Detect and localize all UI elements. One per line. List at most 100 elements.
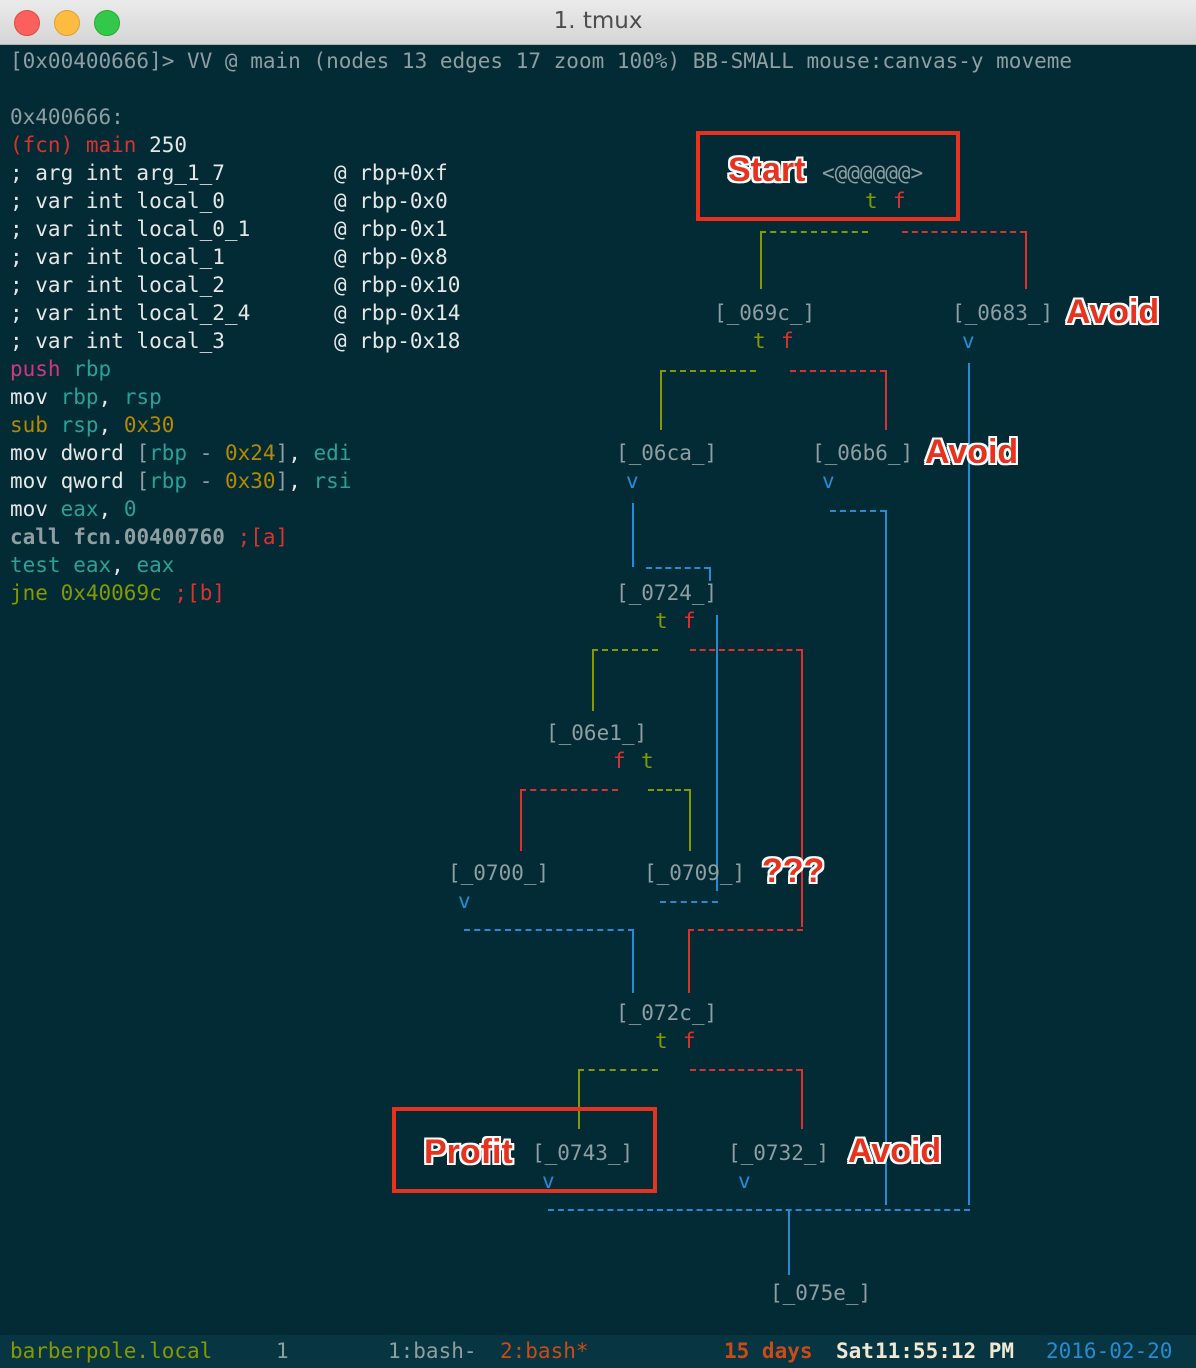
var-decl: ; var int local_2 xyxy=(10,273,225,297)
false-label: f xyxy=(781,329,794,353)
true-label: t xyxy=(865,189,878,213)
date: 2016-02-20 xyxy=(1046,1339,1173,1363)
edge xyxy=(788,1209,790,1275)
true-label: t xyxy=(655,1029,668,1053)
var-decl: ; arg int arg_1_7 xyxy=(10,161,225,185)
edge xyxy=(632,503,634,567)
terminal-content[interactable]: [0x00400666]> VV @ main (nodes 13 edges … xyxy=(0,45,1196,1335)
edge xyxy=(520,789,522,851)
var-loc: @ rbp-0x8 xyxy=(334,245,448,269)
true-label: t xyxy=(753,329,766,353)
host-name: barberpole.local xyxy=(10,1339,213,1363)
edge xyxy=(885,510,887,1205)
edge xyxy=(688,929,690,993)
node-0683[interactable]: [_0683_] xyxy=(952,301,1054,325)
node-0709[interactable]: [_0709_] xyxy=(644,861,746,885)
edge xyxy=(690,649,802,651)
node-0732[interactable]: [_0732_] xyxy=(728,1141,830,1165)
arrow-label: v xyxy=(822,469,835,493)
node-0743[interactable]: [_0743_] xyxy=(532,1141,634,1165)
var-loc: @ rbp-0x1 xyxy=(334,217,448,241)
node-072c[interactable]: [_072c_] xyxy=(616,1001,718,1025)
avoid-annotation: Avoid xyxy=(1066,293,1160,331)
start-node[interactable]: <@@@@@@> xyxy=(822,161,924,185)
edge xyxy=(632,929,634,993)
false-label: f xyxy=(893,189,906,213)
false-label: f xyxy=(613,749,626,773)
node-0700[interactable]: [_0700_] xyxy=(448,861,550,885)
edge xyxy=(660,370,662,430)
close-button[interactable] xyxy=(14,10,40,36)
avoid-annotation: Avoid xyxy=(848,1132,942,1170)
node-06b6[interactable]: [_06b6_] xyxy=(812,441,914,465)
var-decl: ; var int local_0_1 xyxy=(10,217,251,241)
node-075e[interactable]: [_075e_] xyxy=(770,1281,872,1305)
arrow-label: v xyxy=(458,889,471,913)
arrow-label: v xyxy=(962,329,975,353)
var-loc: @ rbp-0x14 xyxy=(334,301,461,325)
arrow-label: v xyxy=(738,1169,751,1193)
instr-sub: sub rsp, 0x30 xyxy=(10,413,175,437)
edge xyxy=(790,370,886,372)
disasm-address: 0x400666: xyxy=(10,105,124,129)
r2-header: [0x00400666]> VV @ main (nodes 13 edges … xyxy=(10,49,1073,73)
edge xyxy=(520,789,618,791)
var-decl: ; var int local_2_4 xyxy=(10,301,251,325)
instr-mov-dword: mov dword [rbp - 0x24], edi xyxy=(10,441,352,465)
start-highlight-box xyxy=(696,131,960,221)
edge xyxy=(690,1069,802,1071)
edge xyxy=(464,929,634,931)
instr-mov-eax: mov eax, 0 xyxy=(10,497,137,521)
edge xyxy=(688,929,803,931)
instr-push: push rbp xyxy=(10,357,112,381)
edge xyxy=(1025,231,1027,289)
avoid-annotation: Avoid xyxy=(925,433,1019,471)
edge xyxy=(885,370,887,430)
minimize-button[interactable] xyxy=(54,10,80,36)
edge xyxy=(968,363,970,1205)
edge xyxy=(709,567,711,581)
var-decl: ; var int local_0 xyxy=(10,189,225,213)
clock: 11:55:12 PM xyxy=(875,1339,1015,1363)
edge xyxy=(660,901,718,903)
true-label: t xyxy=(641,749,654,773)
uptime: 15 days xyxy=(724,1339,813,1363)
start-annotation: Start xyxy=(728,151,806,189)
false-label: f xyxy=(683,609,696,633)
edge xyxy=(902,231,1026,233)
edge xyxy=(592,649,594,711)
node-06ca[interactable]: [_06ca_] xyxy=(616,441,718,465)
window-title: 1. tmux xyxy=(553,8,643,34)
instr-test: test eax, eax xyxy=(10,553,175,577)
edge xyxy=(760,231,868,233)
weekday: Sat xyxy=(836,1339,874,1363)
title-bar[interactable]: 1. tmux xyxy=(0,0,1196,45)
profit-annotation: Profit xyxy=(424,1133,513,1171)
edge xyxy=(646,567,710,569)
instr-call: call fcn.00400760 ;[a] xyxy=(10,525,289,549)
var-loc: @ rbp-0x18 xyxy=(334,329,461,353)
edge xyxy=(578,1069,580,1129)
var-loc: @ rbp-0x10 xyxy=(334,273,461,297)
fcn-line: (fcn) main 250 xyxy=(10,133,188,157)
node-069c[interactable]: [_069c_] xyxy=(714,301,816,325)
profit-highlight-box xyxy=(392,1107,657,1193)
arrow-label: v xyxy=(626,469,639,493)
true-label: t xyxy=(655,609,668,633)
instr-jne: jne 0x40069c ;[b] xyxy=(10,581,225,605)
edge xyxy=(801,1069,803,1129)
window-tab-1[interactable]: 1:bash- xyxy=(388,1339,477,1363)
instr-mov-qword: mov qword [rbp - 0x30], rsi xyxy=(10,469,352,493)
zoom-button[interactable] xyxy=(94,10,120,36)
false-label: f xyxy=(683,1029,696,1053)
var-decl: ; var int local_1 xyxy=(10,245,225,269)
edge xyxy=(592,649,658,651)
arrow-label: v xyxy=(542,1169,555,1193)
session-index: 1 xyxy=(276,1339,289,1363)
edge xyxy=(548,1209,970,1211)
node-0724[interactable]: [_0724_] xyxy=(616,581,718,605)
window-tab-2[interactable]: 2:bash* xyxy=(500,1339,589,1363)
node-06e1[interactable]: [_06e1_] xyxy=(546,721,648,745)
var-loc: @ rbp+0xf xyxy=(334,161,448,185)
